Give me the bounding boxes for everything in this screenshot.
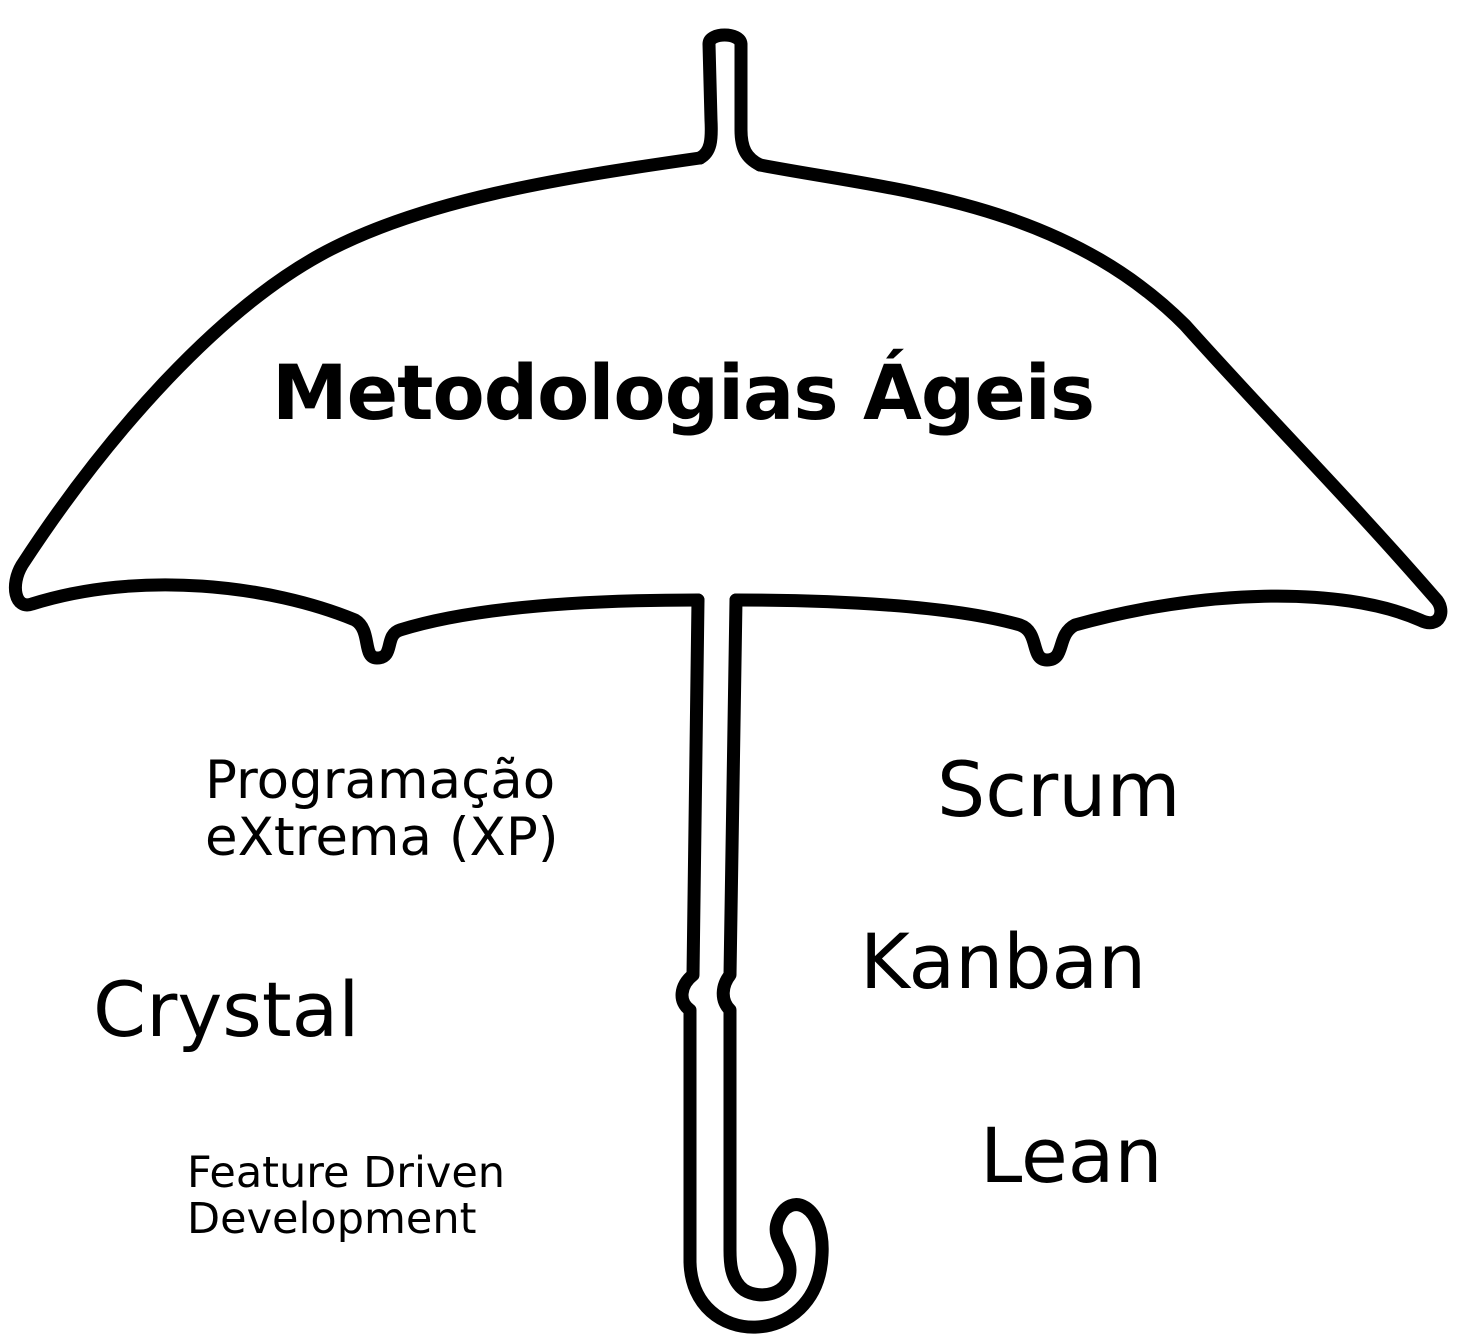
diagram-title: Metodologias Ágeis	[272, 348, 1095, 437]
umbrella-handle	[675, 593, 829, 1334]
umbrella-canopy	[8, 151, 1448, 667]
method-programacao-extrema: Programação eXtrema (XP)	[205, 750, 559, 869]
method-xp-line-2: eXtrema (XP)	[205, 807, 559, 869]
method-lean: Lean	[980, 1111, 1163, 1200]
method-fdd-line-2: Development	[187, 1194, 477, 1245]
method-kanban: Kanban	[860, 917, 1147, 1006]
method-crystal: Crystal	[93, 965, 360, 1054]
method-scrum: Scrum	[937, 745, 1181, 834]
method-feature-driven-development: Feature Driven Development	[187, 1150, 505, 1243]
umbrella-tip	[693, 28, 767, 172]
method-fdd-line-1: Feature Driven	[187, 1148, 506, 1198]
method-xp-line-1: Programação	[205, 750, 556, 811]
